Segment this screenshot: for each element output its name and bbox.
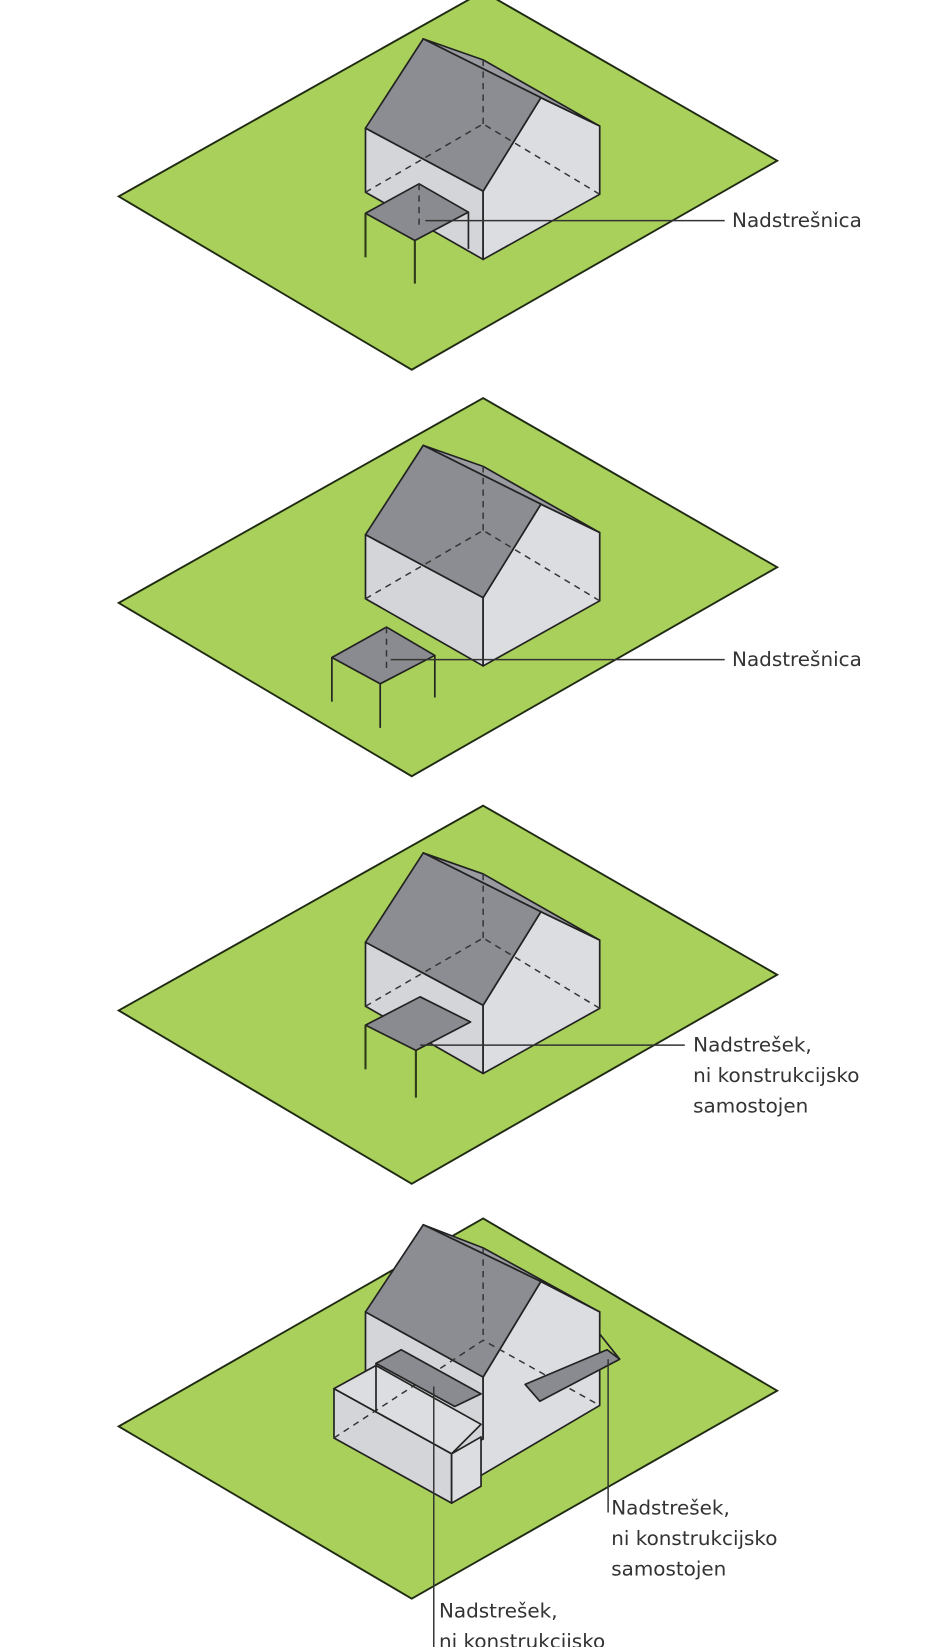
- label-side-canopy: Nadstrešek, ni konstrukcijsko samostojen: [611, 1496, 784, 1581]
- house-roof: [364, 38, 542, 193]
- canopy-roof-front: [375, 1348, 482, 1408]
- label-canopy: Nadstrešek, ni konstrukcijsko samostojen: [693, 1032, 866, 1117]
- panel-3: Nadstrešek, ni konstrukcijsko samostojen: [116, 804, 866, 1185]
- house-roof: [364, 444, 542, 599]
- extension-top: [333, 1364, 482, 1455]
- extension-wall-side: [450, 1436, 482, 1504]
- house-roof: [364, 852, 542, 1007]
- house-roof: [364, 1223, 542, 1378]
- label-front-canopy: Nadstrešek, ni konstrukcijsko: [439, 1599, 605, 1647]
- panel-4: Nadstrešek, ni konstrukcijsko samostojen…: [116, 1217, 784, 1647]
- label-carport: Nadstrešnica: [732, 208, 862, 232]
- label-carport: Nadstrešnica: [732, 647, 862, 671]
- panel-2: Nadstrešnica: [116, 397, 862, 778]
- panel-1: Nadstrešnica: [116, 0, 862, 371]
- canopy-bracket: [599, 1333, 621, 1360]
